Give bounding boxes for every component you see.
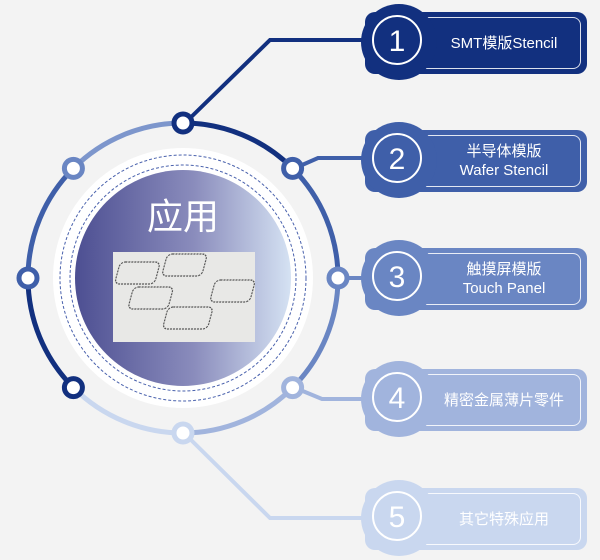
ring-node [171, 111, 195, 135]
item-label-line2: Wafer Stencil [459, 162, 549, 179]
badge-outline [387, 253, 581, 305]
stencil-photo [113, 252, 255, 342]
ring-arc-segment [182, 120, 295, 171]
ring-arc-segment [71, 120, 184, 171]
application-item-1[interactable]: 1 SMT模版Stencil [361, 4, 587, 80]
badge-outline [387, 17, 581, 69]
application-item-5[interactable]: 5 其它特殊应用 [361, 480, 587, 556]
item-number: 5 [372, 491, 422, 541]
item-label: SMT模版Stencil [431, 12, 577, 74]
item-label-line1: 其它特殊应用 [458, 510, 549, 528]
ring-node [61, 156, 85, 180]
connector-1 [181, 38, 380, 127]
number-circle: 3 [361, 240, 437, 316]
item-label-line1: 精密金属薄片零件 [443, 391, 564, 409]
item-label: 精密金属薄片零件 [431, 369, 577, 431]
ring-node [281, 376, 305, 400]
item-number: 3 [372, 251, 422, 301]
application-item-2[interactable]: 2 半导体模版 Wafer Stencil [361, 122, 587, 198]
ring-node [16, 266, 40, 290]
application-item-3[interactable]: 3 触摸屏模版 Touch Panel [361, 240, 587, 316]
dashed-ring-inner [69, 164, 297, 392]
item-label-line1: 触摸屏模版 [466, 261, 542, 278]
ring-arc-segment [25, 277, 76, 390]
item-label-line2: Touch Panel [462, 280, 546, 297]
number-circle: 2 [361, 122, 437, 198]
ring-node [326, 266, 350, 290]
application-item-4[interactable]: 4 精密金属薄片零件 [361, 361, 587, 437]
ring-arc-segment [182, 385, 295, 436]
ring-node [281, 156, 305, 180]
dashed-ring-outer [59, 154, 307, 402]
ring-arc-segment [290, 166, 341, 279]
item-number: 2 [372, 133, 422, 183]
ring-arc-segment [290, 277, 341, 390]
ring-arc-segment [71, 385, 184, 436]
item-label-line1: SMT模版Stencil [450, 34, 558, 52]
item-number: 4 [372, 372, 422, 422]
badge-outline [387, 135, 581, 187]
ring-arc-segment [25, 166, 76, 279]
center-title: 应用 [146, 196, 219, 237]
item-label: 触摸屏模版 Touch Panel [431, 248, 577, 310]
item-label: 半导体模版 Wafer Stencil [431, 130, 577, 192]
badge-outline [387, 374, 581, 426]
badge-outline [387, 493, 581, 545]
connector-5 [181, 430, 380, 520]
number-circle: 5 [361, 480, 437, 556]
item-label: 其它特殊应用 [431, 488, 577, 550]
item-label-line1: 半导体模版 [466, 143, 542, 160]
ring-node [171, 421, 195, 445]
number-circle: 4 [361, 361, 437, 437]
item-number: 1 [372, 15, 422, 65]
ring-node [61, 376, 85, 400]
number-circle: 1 [361, 4, 437, 80]
